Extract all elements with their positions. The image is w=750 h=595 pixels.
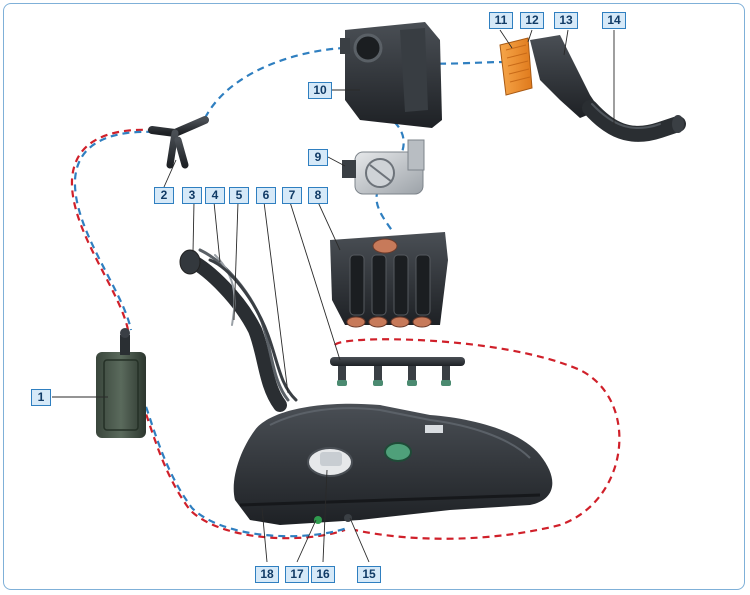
callout-7: 7: [282, 187, 302, 204]
fuel-tank: [233, 403, 553, 525]
callout-1: 1: [31, 389, 51, 406]
fuel-pump-module: [307, 447, 353, 477]
purge-valve-tee-hose: [148, 116, 209, 169]
filler-neck-breather-tube: [208, 258, 298, 402]
callout-8: 8: [308, 187, 328, 204]
callout-3: 3: [182, 187, 202, 204]
intake-resonator: [530, 35, 600, 118]
evap-canister: [96, 328, 146, 438]
tank-fittings: [314, 514, 352, 524]
air-filter-element: [499, 37, 533, 96]
callout-11: 11: [489, 12, 513, 29]
callout-9: 9: [308, 149, 328, 166]
throttle-body: [342, 139, 425, 195]
fuel-level-cap: [384, 442, 412, 462]
intake-duct: [582, 100, 686, 142]
filler-neck: [179, 248, 290, 412]
callout-18: 18: [255, 566, 279, 583]
callout-13: 13: [554, 12, 578, 29]
leader-lines: [52, 29, 615, 563]
callout-15: 15: [357, 566, 381, 583]
fuel-rail: [330, 357, 465, 386]
air-line-throttle-to-manifold: [375, 189, 394, 233]
callout-6: 6: [256, 187, 276, 204]
callout-12: 12: [520, 12, 544, 29]
callout-17: 17: [285, 566, 309, 583]
air-filter-housing: [340, 22, 442, 128]
intake-manifold: [330, 232, 448, 328]
callout-16: 16: [311, 566, 335, 583]
vapor-line-canister-to-tank: [136, 389, 348, 540]
air-line-filter-to-airbox: [414, 60, 506, 65]
callout-14: 14: [602, 12, 626, 29]
callout-2: 2: [154, 187, 174, 204]
callout-5: 5: [229, 187, 249, 204]
callout-4: 4: [205, 187, 225, 204]
callout-10: 10: [308, 82, 332, 99]
diagram-frame: [3, 3, 745, 590]
vapor-line-canister-to-valve: [70, 128, 156, 331]
fuel-return-loop: [334, 338, 621, 540]
purge-line-valve-to-airbox: [204, 46, 346, 119]
